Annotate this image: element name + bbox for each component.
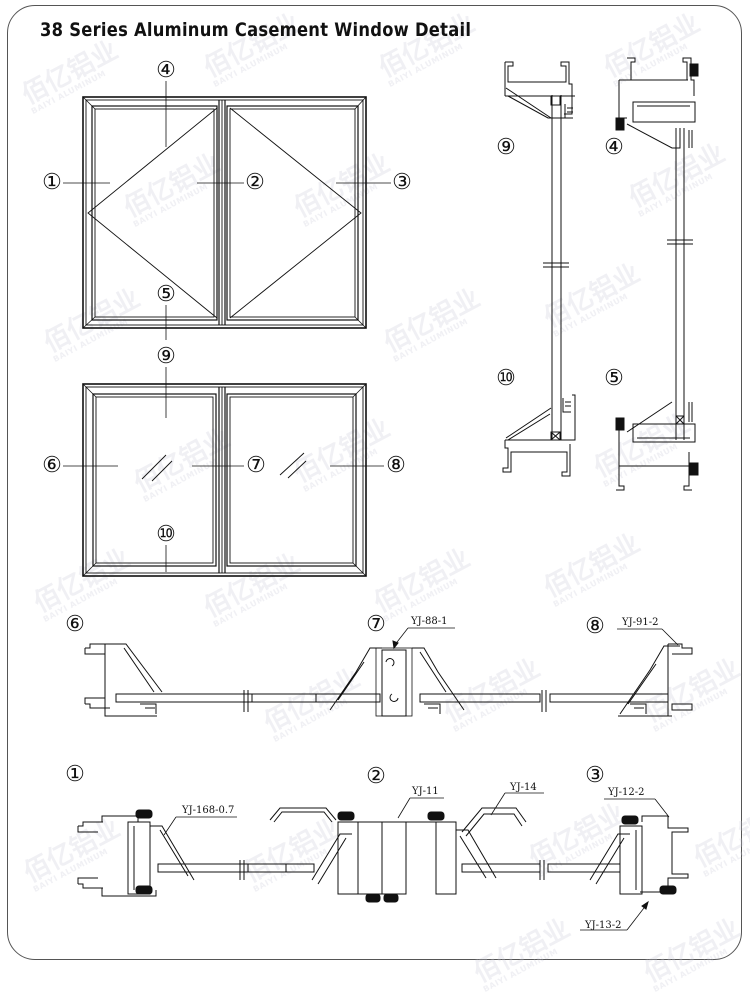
vertical-section-4-5 (615, 57, 699, 491)
marker-number: ② (245, 170, 265, 195)
casement-marker-m2: ② (244, 172, 266, 194)
part-code-label: YJ-12-2 (608, 787, 645, 798)
vertical-section-9-10 (502, 61, 576, 477)
fixed-marker-m9: ⑨ (155, 346, 177, 368)
part-code-label: YJ-91-2 (622, 617, 659, 628)
vertical-section-marker-m5s: ⑤ (603, 368, 625, 390)
section-row2-marker-h2: ② (365, 766, 387, 788)
part-code-label: YJ-88-1 (411, 616, 448, 627)
fixed-marker-m8: ⑧ (385, 455, 407, 477)
marker-number: ⑧ (386, 453, 406, 478)
technical-drawing (63, 57, 699, 931)
marker-number: ① (42, 170, 62, 195)
vertical-section-marker-m9s: ⑨ (495, 137, 517, 159)
part-code-label: YJ-11 (412, 786, 439, 797)
marker-number: ⑥ (42, 453, 62, 478)
marker-number: ③ (585, 763, 605, 788)
marker-number: ⑧ (585, 614, 605, 639)
section-row2-marker-h3: ③ (584, 765, 606, 787)
section-row2-marker-h1: ① (64, 764, 86, 786)
casement-marker-m3: ③ (391, 172, 413, 194)
marker-number: ⑦ (366, 612, 386, 637)
page-title: 38 Series Aluminum Casement Window Detai… (40, 19, 472, 41)
marker-number: ④ (156, 58, 176, 83)
part-code-label: YJ-13-2 (585, 920, 622, 931)
marker-number: ⑤ (604, 366, 624, 391)
marker-number: ⑩ (156, 522, 176, 547)
casement-elevation (63, 81, 391, 340)
vertical-section-marker-m10s: ⑩ (495, 368, 517, 390)
marker-number: ③ (392, 170, 412, 195)
casement-marker-m1: ① (41, 172, 63, 194)
page-border (7, 5, 742, 960)
horizontal-section-1-2-3 (77, 792, 689, 931)
marker-number: ② (366, 764, 386, 789)
part-code-label: YJ-168-0.7 (182, 805, 235, 816)
fixed-marker-m7: ⑦ (245, 455, 267, 477)
marker-number: ⑥ (65, 612, 85, 637)
vertical-section-marker-m4s: ④ (603, 137, 625, 159)
marker-number: ⑩ (496, 366, 516, 391)
horizontal-section-6-7-8 (84, 627, 693, 717)
section-row1-marker-h7: ⑦ (365, 614, 387, 636)
fixed-elevation (63, 367, 384, 577)
casement-marker-m4: ④ (155, 60, 177, 82)
section-row1-marker-h6: ⑥ (64, 614, 86, 636)
marker-number: ⑨ (156, 344, 176, 369)
marker-number: ⑨ (496, 135, 516, 160)
marker-number: ① (65, 762, 85, 787)
casement-marker-m5: ⑤ (155, 284, 177, 306)
marker-number: ⑦ (246, 453, 266, 478)
marker-number: ④ (604, 135, 624, 160)
fixed-marker-m6: ⑥ (41, 455, 63, 477)
fixed-marker-m10: ⑩ (155, 524, 177, 546)
marker-number: ⑤ (156, 282, 176, 307)
part-code-label: YJ-14 (510, 782, 537, 793)
section-row1-marker-h8: ⑧ (584, 616, 606, 638)
